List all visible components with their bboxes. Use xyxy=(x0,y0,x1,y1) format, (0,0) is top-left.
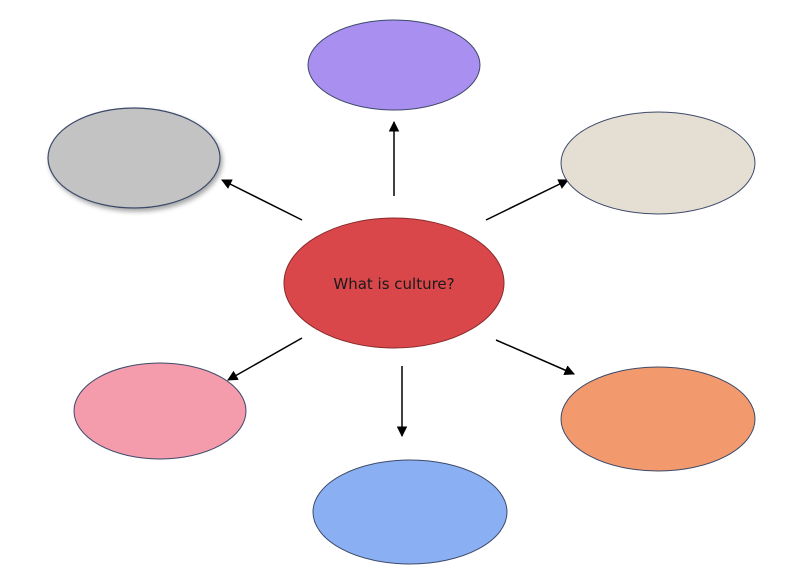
arrow-to-upper-left xyxy=(221,179,303,221)
node-lower-right xyxy=(560,366,756,472)
central-node xyxy=(283,217,505,349)
connector-arrows xyxy=(221,120,575,438)
node-lower-left xyxy=(73,362,247,460)
node-top xyxy=(307,19,481,111)
outer-nodes xyxy=(47,19,756,565)
node-bottom xyxy=(312,459,508,565)
central-node-label: What is culture? xyxy=(333,275,454,293)
node-upper-left xyxy=(47,107,221,209)
arrow-to-lower-right xyxy=(495,339,575,376)
arrow-to-upper-right xyxy=(485,179,569,221)
central-node-group: What is culture? xyxy=(283,217,505,349)
arrow-to-lower-left xyxy=(227,337,303,381)
node-upper-right xyxy=(560,111,756,215)
